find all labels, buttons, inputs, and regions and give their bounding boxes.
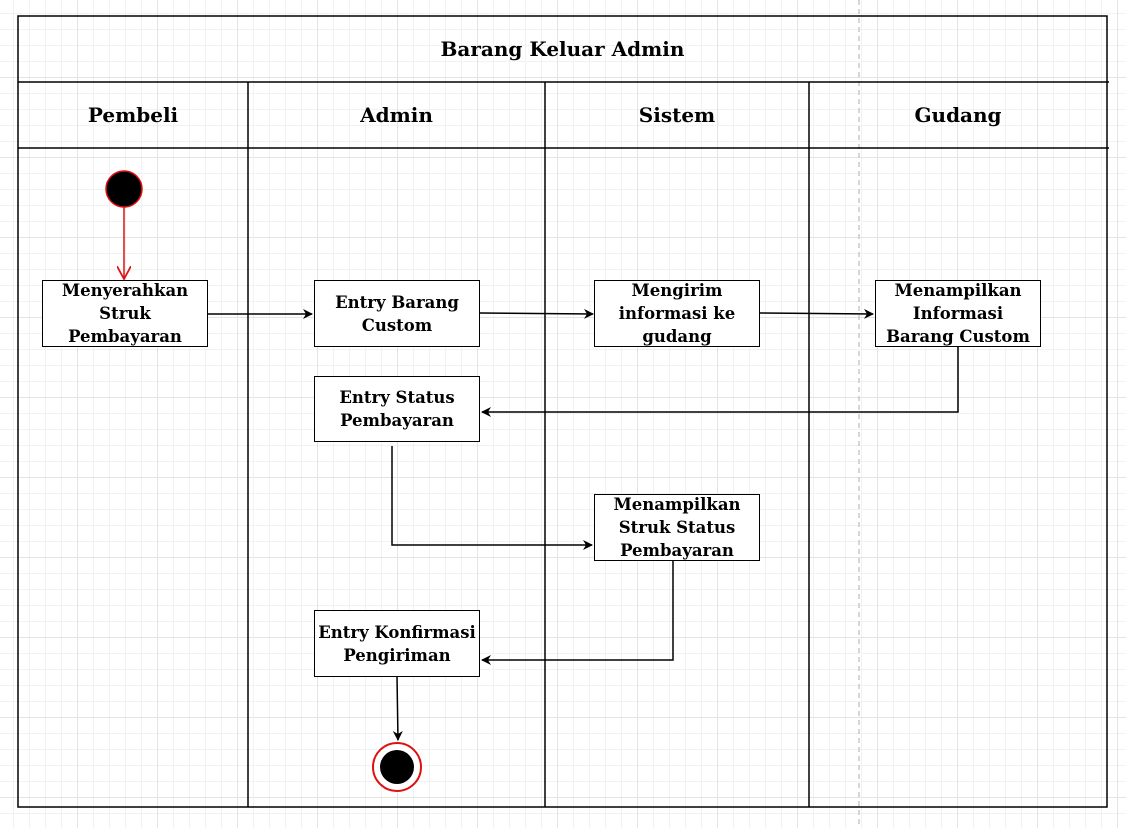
edge-menampilkan-struk-to-entry-konfirmasi (481, 561, 674, 665)
activity-mengirim-informasi: Mengirim informasi ke gudang (594, 280, 760, 347)
lane-header-admin: Admin (360, 103, 433, 127)
edge-menampilkan-info-to-entry-status (481, 347, 959, 417)
edge-entry-status-to-menampilkan-struk (391, 446, 593, 550)
lane-header-sistem: Sistem (638, 103, 716, 127)
final-node-core (380, 750, 414, 784)
lane-header-pembeli: Pembeli (87, 103, 179, 127)
initial-node (105, 170, 143, 208)
activity-menyerahkan-struk: Menyerahkan Struk Pembayaran (42, 280, 208, 347)
pool-border (17, 15, 1108, 808)
activity-entry-status-pembayaran: Entry Status Pembayaran (314, 376, 480, 442)
edge-entry-barang-to-mengirim (479, 308, 594, 319)
edge-mengirim-to-menampilkan-info (759, 308, 874, 319)
activity-menampilkan-informasi-barang: Menampilkan Informasi Barang Custom (875, 280, 1041, 347)
lane-header-gudang: Gudang (914, 103, 1002, 127)
diagram-title: Barang Keluar Admin (440, 37, 685, 61)
activity-entry-barang-custom: Entry Barang Custom (314, 280, 480, 347)
activity-menampilkan-struk-status: Menampilkan Struk Status Pembayaran (594, 494, 760, 561)
edge-entry-konfirmasi-to-final (392, 676, 403, 741)
activity-entry-konfirmasi-pengiriman: Entry Konfirmasi Pengiriman (314, 610, 480, 677)
